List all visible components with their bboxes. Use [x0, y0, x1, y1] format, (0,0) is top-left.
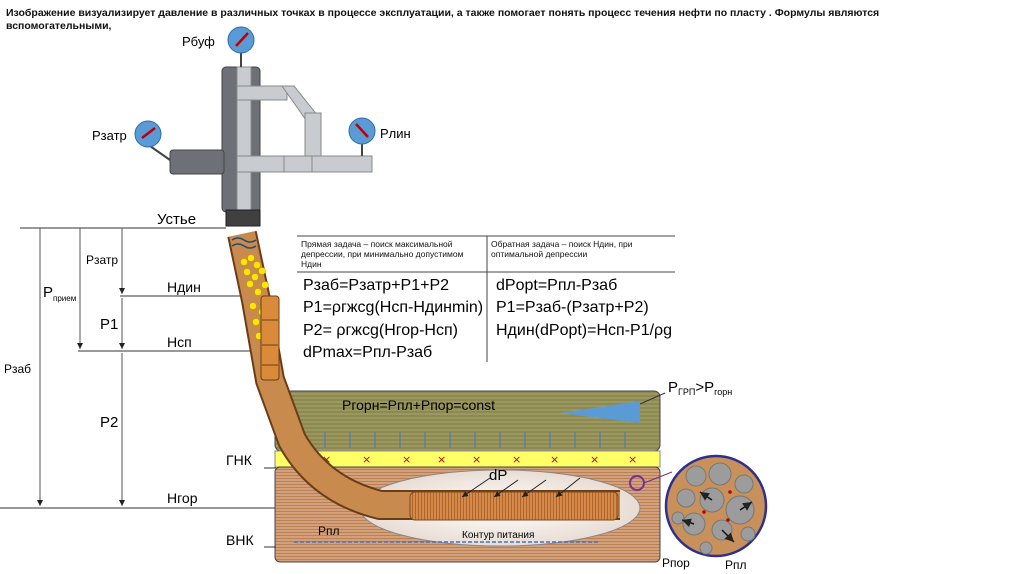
svg-text:×: ×: [362, 453, 371, 466]
svg-text:×: ×: [472, 453, 481, 466]
inflow-arrows: [461, 477, 581, 498]
direct-formula-2: Р1=ρгжсg(Нсп-Ндинmin): [303, 299, 484, 316]
inverse-formula-2: Р1=Рзаб-(Рзатр+Р2): [496, 299, 649, 316]
wellhead-assembly: [169, 66, 373, 227]
label-h-pump: Нсп: [167, 334, 192, 350]
annulus-valve: [169, 149, 225, 175]
tubing: [229, 231, 620, 518]
inverse-formula-1: dPopt=Рпл-Рзаб: [496, 277, 618, 294]
svg-text:×: ×: [590, 453, 599, 466]
gas-cap-layer: [274, 450, 661, 468]
svg-text:×: ×: [628, 453, 637, 466]
label-frac-condition: РГРП>Ргорн: [668, 379, 732, 397]
svg-text:×: ×: [550, 453, 559, 466]
dimension-arrows: [37, 228, 125, 506]
svg-text:×: ×: [512, 453, 521, 466]
gas-markers: × × × × × × × × ×: [322, 453, 637, 466]
label-p1: Р1: [100, 316, 118, 333]
rock-pressure-arrows: [299, 432, 626, 448]
label-rock-pressure: Pгорн=Рпл+Рпор=const: [342, 397, 495, 413]
inverse-formula-3: Ндин(dPopt)=Нсп-Р1/ρg: [496, 322, 673, 339]
label-gnk: ГНК: [226, 452, 253, 468]
label-h-dyn: Ндин: [167, 279, 201, 295]
label-p-res-pore: Рпл: [725, 558, 747, 572]
label-p-annulus: Рзатр: [86, 253, 118, 267]
pump-unit: [260, 295, 280, 381]
svg-text:×: ×: [437, 453, 446, 466]
label-vnk: ВНК: [226, 532, 254, 548]
svg-text:×: ×: [322, 453, 331, 466]
direct-task-header: Прямая задача – поиск максимальной депре…: [301, 239, 464, 269]
gauge-buffer: [227, 26, 255, 67]
direct-formula-1: Рзаб=Рзатр+Р1+Р2: [303, 277, 450, 294]
direct-formula-4: dPmax=Рпл-Рзаб: [303, 344, 433, 361]
label-feed-contour: Контур питания: [462, 530, 534, 541]
label-p-res: Рпл: [318, 524, 340, 538]
pore-magnifier: [664, 454, 768, 558]
inverse-task-header: Обратная задача – поиск Ндин, при оптима…: [491, 239, 633, 259]
cable-marks: [231, 237, 257, 249]
label-p-bottom: Рзаб: [4, 362, 31, 376]
label-wellhead: Устье: [157, 211, 196, 228]
label-dp: dP: [489, 467, 507, 484]
svg-text:×: ×: [402, 453, 411, 466]
frac-wedge: [560, 401, 640, 423]
label-p-intake: Рприем: [43, 284, 76, 303]
label-p-buffer: Рбуф: [182, 34, 215, 49]
gauge-annulus: [134, 120, 171, 161]
label-p-annulus-gauge: Рзатр: [92, 128, 127, 143]
label-h-top: Нгор: [167, 490, 198, 506]
label-p-pore: Рпор: [662, 556, 690, 570]
wellhead-flange: [225, 209, 261, 227]
horizontal-filter: [409, 491, 619, 521]
label-p-line: Рлин: [380, 126, 411, 141]
label-p2: Р2: [100, 414, 118, 431]
caption: Изображение визуализирует давление в раз…: [6, 7, 880, 32]
direct-formula-3: Р2= ρгжсg(Нгор-Нсп): [303, 322, 458, 339]
gauge-line: [348, 117, 376, 156]
